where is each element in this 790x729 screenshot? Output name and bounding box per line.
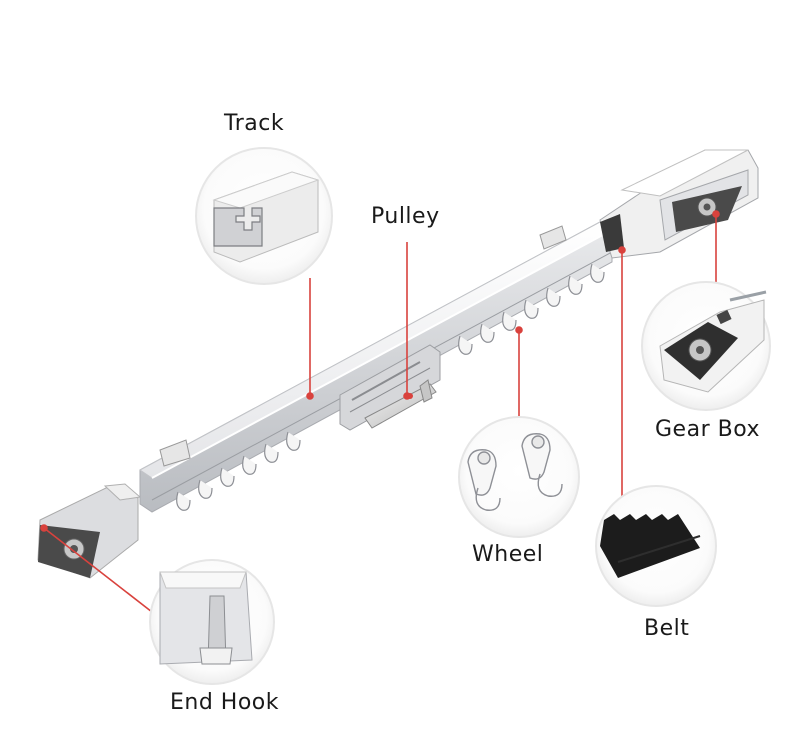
label-gear-box: Gear Box — [655, 417, 760, 442]
callout-belt — [595, 485, 717, 607]
rail-body — [139, 221, 613, 513]
pulley-part — [364, 379, 437, 429]
callout-wheel — [458, 416, 580, 538]
belt-icon — [600, 514, 700, 578]
track-profile-icon — [213, 207, 263, 247]
label-belt: Belt — [644, 616, 690, 641]
label-wheel: Wheel — [472, 542, 544, 567]
left-end-cap — [37, 483, 142, 579]
label-track: Track — [224, 111, 285, 136]
callout-gearbox — [641, 281, 771, 411]
pointer-endhook — [43, 527, 153, 613]
pointer-lines — [40, 210, 720, 613]
rail-assembly — [37, 149, 759, 579]
callout-track — [195, 147, 333, 285]
label-end-hook: End Hook — [170, 690, 280, 715]
wheel-icon — [467, 433, 563, 511]
right-head — [599, 149, 759, 259]
label-pulley: Pulley — [371, 204, 440, 229]
glider-row — [176, 263, 605, 511]
callout-endhook — [149, 559, 275, 685]
